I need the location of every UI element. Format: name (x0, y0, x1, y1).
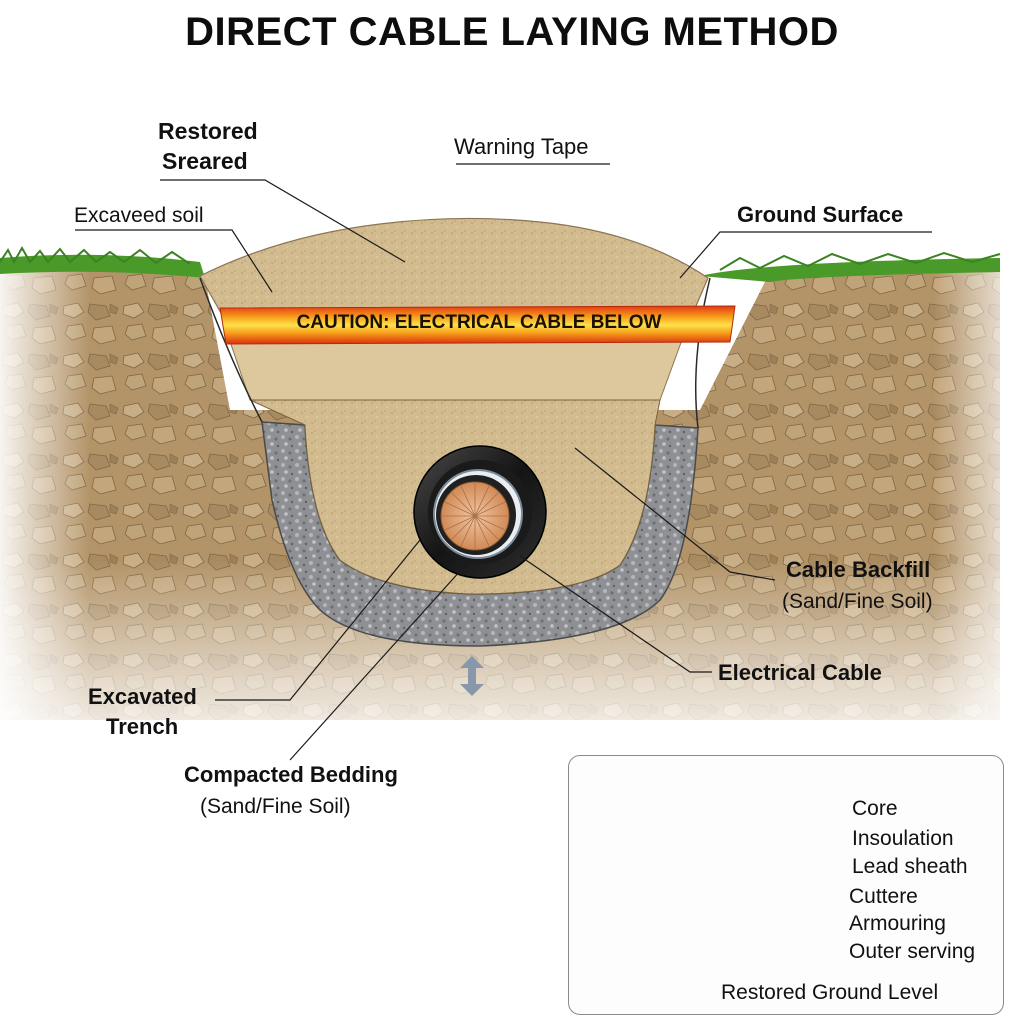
detail-label-lead-sheath: Lead sheath (852, 855, 968, 878)
label-ground-surface: Ground Surface (737, 202, 904, 227)
label-excavated-trench-1: Excavated (88, 684, 197, 709)
detail-label-cuttere: Cuttere (849, 885, 918, 908)
detail-label-insulation: Insoulation (852, 827, 954, 850)
label-compacted-bedding: Compacted Bedding (184, 762, 398, 787)
depth-arrow-icon (460, 656, 484, 696)
label-excavated-trench-2: Trench (106, 714, 179, 739)
restored-soil-mound (199, 217, 709, 321)
label-warning-tape: Warning Tape (454, 134, 589, 159)
detail-label-core: Core (852, 797, 898, 820)
label-electrical-cable: Electrical Cable (718, 660, 882, 685)
label-compacted-bedding-sub: (Sand/Fine Soil) (200, 795, 351, 818)
trench-wall-right (694, 277, 711, 429)
page-title: DIRECT CABLE LAYING METHOD (185, 10, 839, 54)
leader-lines (75, 163, 932, 761)
detail-label-restored-ground-level: Restored Ground Level (721, 981, 939, 1004)
label-cable-backfill: Cable Backfill (786, 557, 931, 582)
cable-detail-panel (568, 755, 1004, 1015)
warning-tape-text: CAUTION: ELECTRICAL CABLE BELOW (296, 312, 662, 333)
detail-label-outer-serving: Outer serving (849, 940, 976, 963)
trench-wall-left (199, 277, 263, 423)
buried-cable-cross-section (413, 445, 547, 579)
grass-surface (0, 245, 1001, 282)
label-restored-seared-1: Restored (158, 118, 258, 144)
warning-tape (219, 305, 736, 345)
label-cable-backfill-sub: (Sand/Fine Soil) (782, 590, 933, 613)
detail-label-armouring: Armouring (849, 912, 946, 935)
label-restored-seared-2: Sreared (162, 148, 248, 174)
label-excavated-soil: Excaveed soil (74, 204, 204, 227)
